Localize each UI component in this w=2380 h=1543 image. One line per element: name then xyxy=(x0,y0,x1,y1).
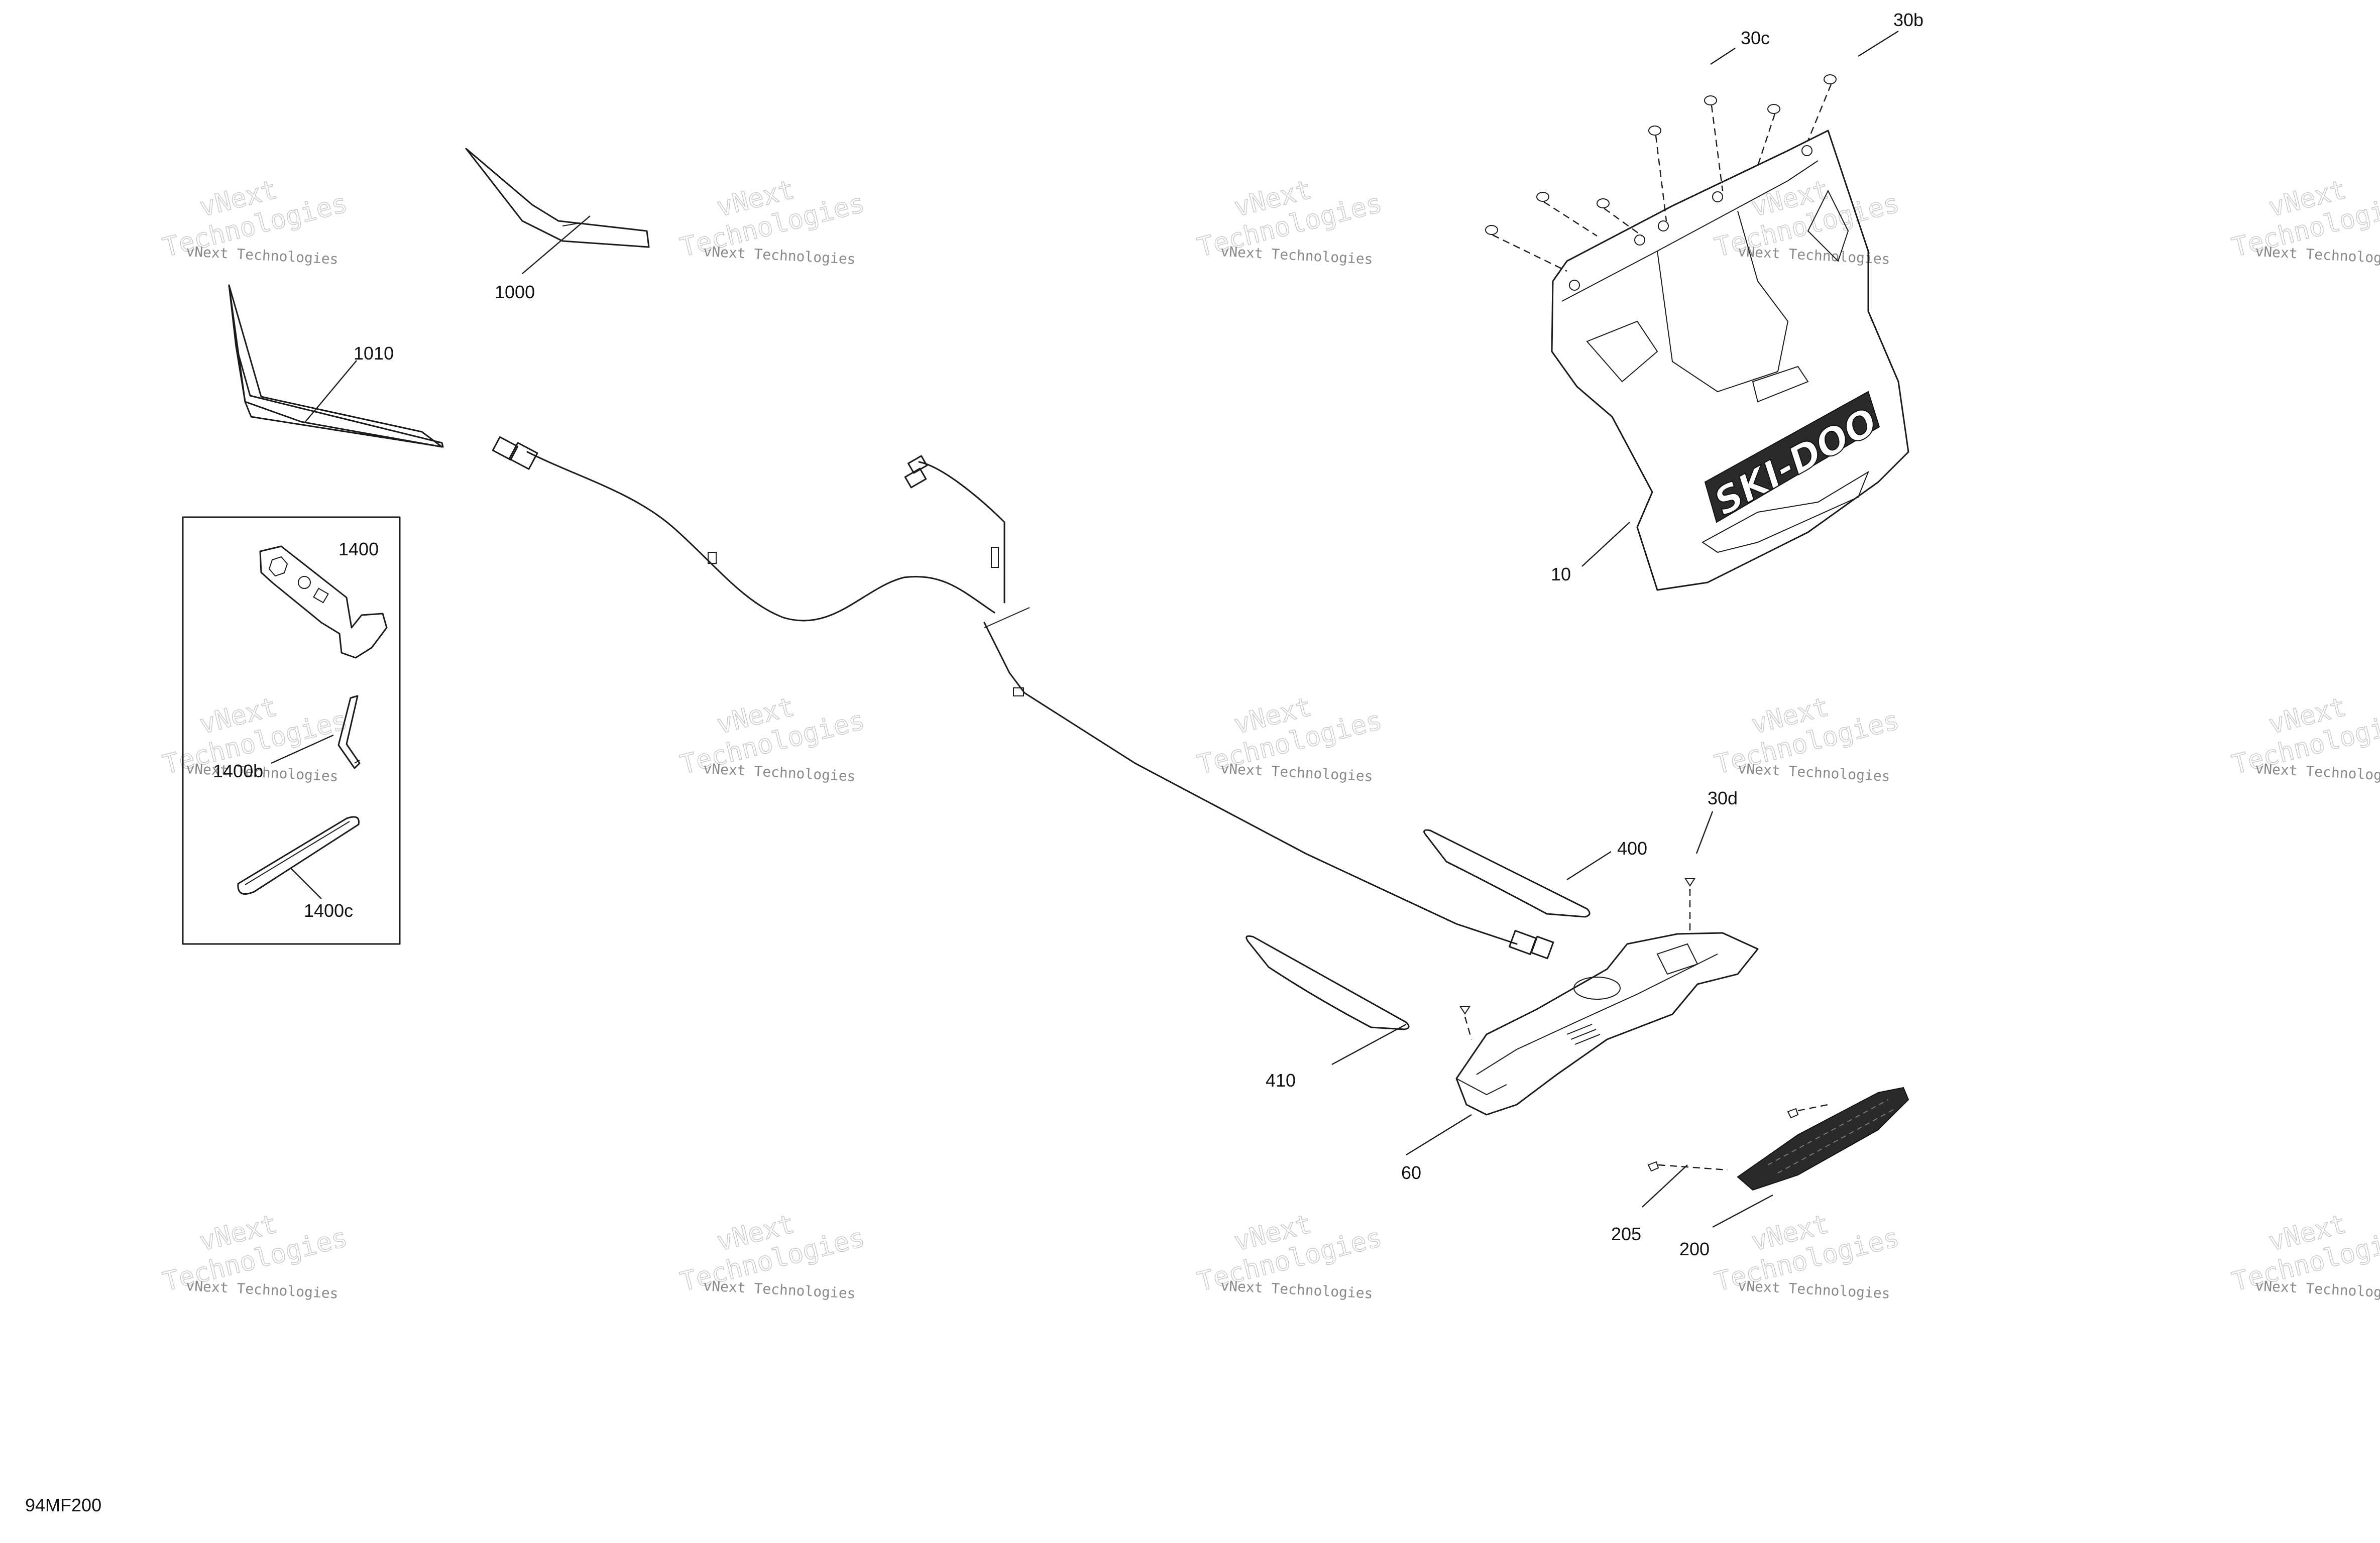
decal-1010-drawing xyxy=(228,284,444,448)
callout-410: 410 xyxy=(1266,1070,1296,1091)
spanner-wrench-drawing xyxy=(259,545,388,659)
watermark-small: vNext Technologies xyxy=(1220,1277,1374,1302)
watermark-small: vNext Technologies xyxy=(186,1277,339,1302)
callout-30b: 30b xyxy=(1893,10,1923,30)
callout-60: 60 xyxy=(1401,1162,1421,1183)
callout-10: 10 xyxy=(1551,564,1571,584)
housing-60-drawing xyxy=(1455,932,1759,1116)
decal-400-drawing xyxy=(1423,829,1591,918)
fasteners-30d-drawing xyxy=(1459,878,1695,1040)
callout-1400: 1400 xyxy=(338,539,379,559)
callout-1400b: 1400b xyxy=(213,761,263,781)
callout-30c: 30c xyxy=(1741,28,1770,48)
watermark-small: vNext Technologies xyxy=(703,760,856,785)
watermark-small: vNext Technologies xyxy=(703,243,856,268)
callout-30d: 30d xyxy=(1708,788,1738,808)
fasteners-30b-30c-drawing xyxy=(1485,74,1837,272)
callout-400: 400 xyxy=(1617,838,1647,859)
callout-1400c: 1400c xyxy=(304,900,353,921)
diagram-reference-code: 94MF200 xyxy=(25,1495,101,1515)
grille-200-drawing xyxy=(1737,1087,1909,1191)
watermark-small: vNext Technologies xyxy=(1738,1277,1891,1302)
watermark-small: vNext Technologies xyxy=(2255,243,2380,268)
watermark-small: vNext Technologies xyxy=(1738,760,1891,785)
watermark-small: vNext Technologies xyxy=(1220,243,1374,268)
watermark-small: vNext Technologies xyxy=(2255,1277,2380,1302)
callout-1010: 1010 xyxy=(354,343,394,364)
decal-410-drawing xyxy=(1245,935,1410,1030)
hex-key-drawing xyxy=(337,695,361,769)
callout-205: 205 xyxy=(1611,1224,1641,1244)
watermark-small: vNext Technologies xyxy=(1220,760,1374,785)
wiring-harness-drawing xyxy=(492,436,1554,960)
screws-205-drawing xyxy=(1647,1104,1829,1172)
callout-1000: 1000 xyxy=(495,282,535,302)
watermark-small: vNext Technologies xyxy=(2255,760,2380,785)
watermark-small: vNext Technologies xyxy=(703,1277,856,1302)
scraper-tool-drawing xyxy=(237,816,360,895)
watermark-small: vNext Technologies xyxy=(186,243,339,268)
leader-lines xyxy=(271,30,1899,1228)
callout-200: 200 xyxy=(1679,1239,1710,1259)
tool-kit-box xyxy=(182,516,401,945)
decal-1000-drawing xyxy=(465,148,650,248)
callout-labels: 1000 1010 1400 1400b 1400c 10 30c 30b 30… xyxy=(213,10,1923,1259)
